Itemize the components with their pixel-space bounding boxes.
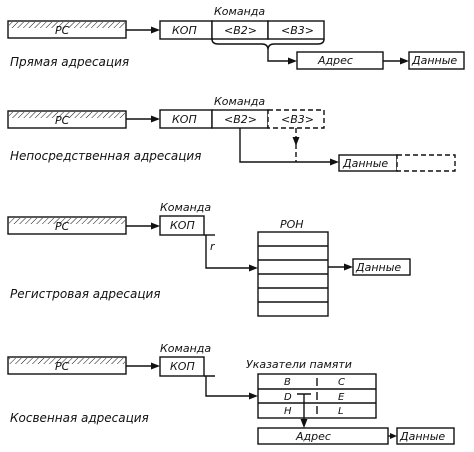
data-label: Данные: [411, 54, 457, 67]
data-label: Данные: [399, 430, 445, 443]
command-kop-field: [159, 356, 205, 377]
pointer-cell-b: B: [284, 377, 291, 388]
b2-label: <B2>: [224, 113, 257, 126]
arrowhead: [400, 57, 409, 65]
pointer-cell-e: E: [338, 392, 345, 403]
ron-register-file: [257, 231, 329, 317]
command-label: Команда: [160, 201, 211, 214]
command-to-address-arrow: [211, 38, 325, 62]
pointer-cell-l: L: [338, 406, 344, 417]
command-to-pointers-arrow: [204, 375, 255, 397]
data-label: Данные: [342, 157, 388, 170]
indirect-addressing-section: PC Команда КОП Указатели памяти B C D E …: [7, 342, 455, 445]
data-field: [396, 427, 455, 445]
pc-label: PC: [55, 220, 70, 233]
pc-label: PC: [55, 360, 70, 373]
arrowhead: [249, 264, 258, 272]
immediate-caption: Непосредственная адресация: [10, 149, 201, 163]
arrowhead: [330, 158, 339, 166]
arrowhead: [151, 362, 160, 370]
b3-label: <B3>: [281, 113, 314, 126]
pointer-cell-h: H: [284, 406, 292, 417]
memory-pointers-label: Указатели памяти: [246, 358, 352, 371]
immediate-addressing-section: PC Команда КОП <B2> <B3> Данные Непосред…: [7, 95, 456, 172]
address-label: Адрес: [295, 430, 331, 443]
kop-label: КОП: [172, 24, 197, 37]
b2-label: <B2>: [224, 24, 257, 37]
register-addressing-section: PC Команда КОП r РОН Данные Регистровая …: [7, 201, 411, 317]
arrowhead: [292, 137, 300, 146]
direct-caption: Прямая адресация: [10, 55, 129, 69]
data-field: [408, 51, 465, 70]
data-label: Данные: [355, 261, 401, 274]
pc-label: PC: [55, 114, 70, 127]
pointer-cell-c: C: [338, 377, 345, 388]
command-b3-field: [267, 20, 325, 40]
register-caption: Регистровая адресация: [10, 287, 161, 301]
r-label: r: [210, 240, 216, 253]
command-kop-field: [159, 215, 205, 236]
indirect-caption: Косвенная адресация: [10, 411, 149, 425]
data-field: [352, 258, 411, 276]
direct-addressing-section: PC Команда КОП <B2> <B3> Адрес Данные Пр…: [7, 5, 465, 70]
arrowhead: [300, 419, 308, 428]
arrowhead: [390, 433, 397, 439]
arrowhead: [249, 392, 258, 400]
arrowhead: [151, 115, 160, 123]
command-label: Команда: [160, 342, 211, 355]
r-to-ron-arrow: [205, 235, 255, 269]
kop-label: КОП: [172, 113, 197, 126]
data-field-extension: [396, 154, 456, 172]
arrowhead: [344, 263, 353, 271]
memory-pointers-table: B C D E H L: [257, 373, 377, 419]
arrowhead: [151, 222, 160, 230]
pc-label: PC: [55, 24, 70, 37]
arrowhead: [288, 57, 297, 65]
b3-label: <B3>: [281, 24, 314, 37]
kop-label: КОП: [170, 219, 195, 232]
b2-to-data-arrow: [239, 128, 336, 163]
pointer-cell-d: D: [284, 392, 292, 403]
kop-label: КОП: [170, 360, 195, 373]
command-label: Команда: [214, 95, 265, 108]
address-label: Адрес: [317, 54, 353, 67]
arrowhead: [151, 26, 160, 34]
ron-label: РОН: [280, 218, 304, 231]
command-b3-field: [267, 109, 325, 129]
command-label: Команда: [214, 5, 265, 18]
